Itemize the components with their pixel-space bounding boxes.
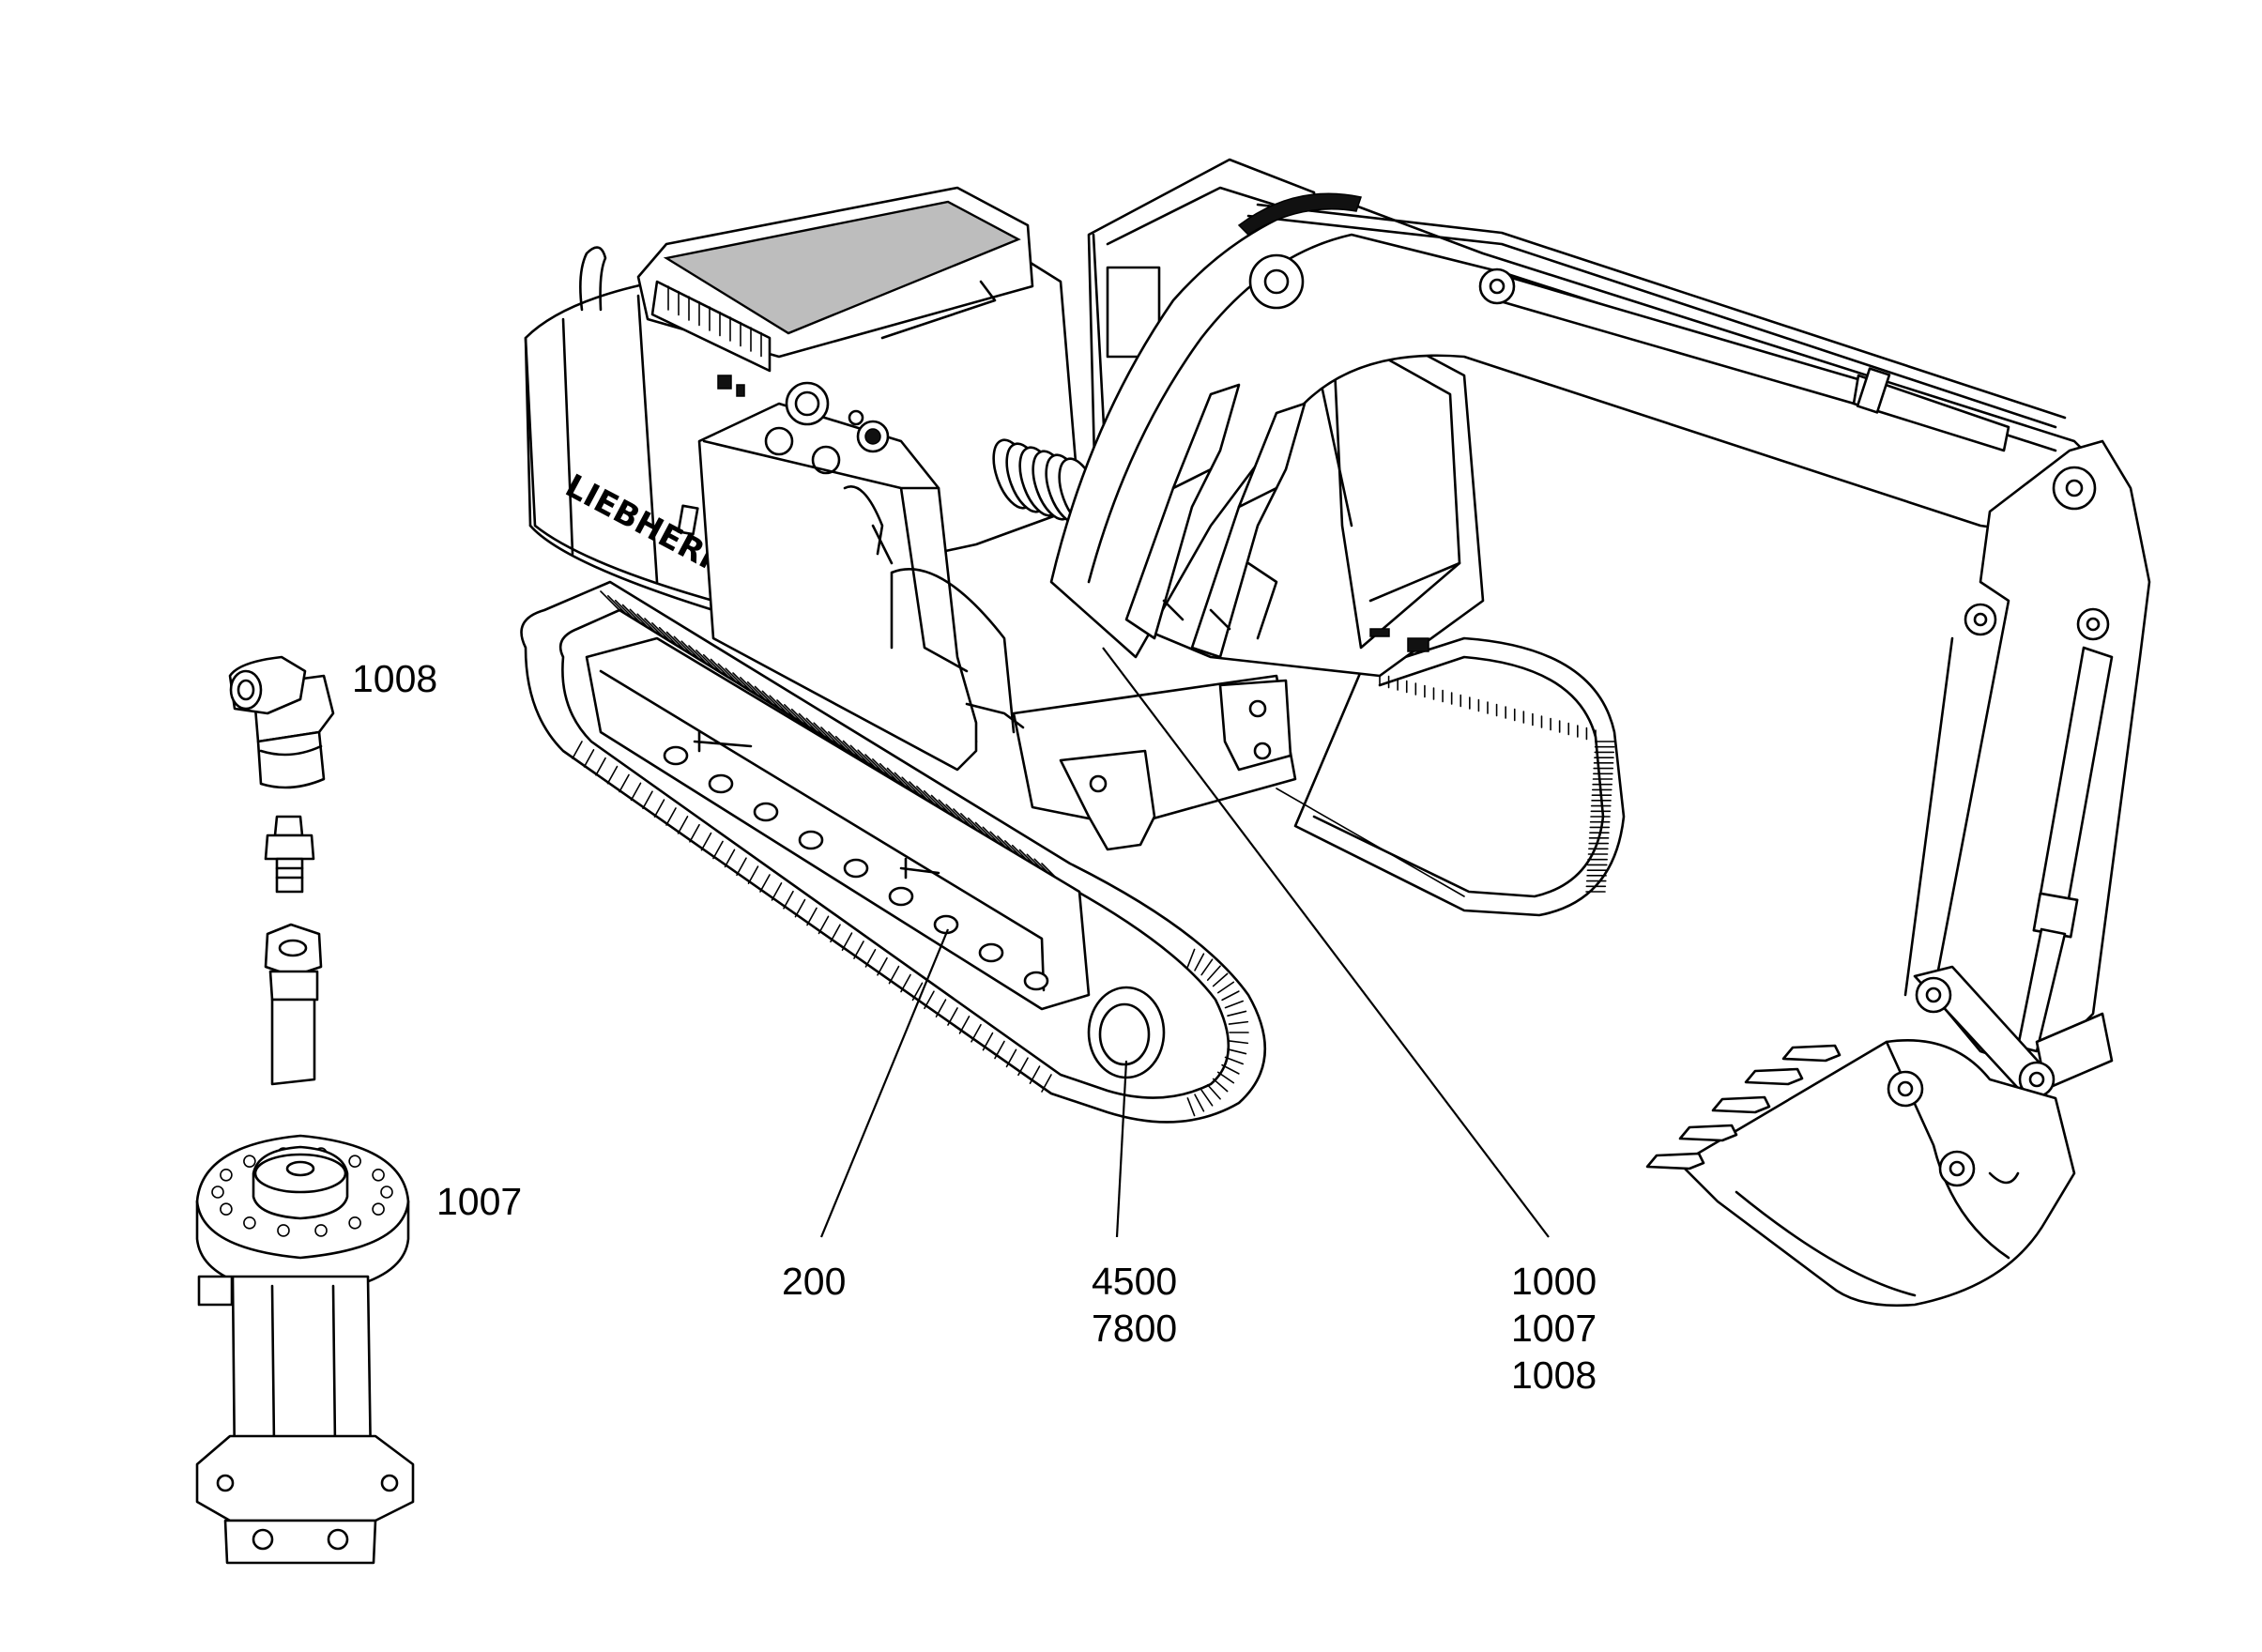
boom [1049, 192, 2123, 659]
callout-undercarriage: 200 [782, 1258, 846, 1305]
boom-cylinders [1124, 383, 1307, 659]
stick-arm [1903, 439, 2151, 1072]
bucket-cylinder [2016, 646, 2114, 1053]
callout-line: 1007 [1511, 1307, 1597, 1350]
callout-line: 1008 [352, 657, 438, 700]
callout-line: 7800 [1092, 1307, 1178, 1350]
callout-line: 1007 [436, 1180, 523, 1223]
callout-line: 200 [782, 1260, 847, 1303]
right-crawler-track [1276, 636, 1626, 917]
engine-cover [636, 186, 1034, 373]
callout-line: 1008 [1511, 1354, 1597, 1397]
undercarriage-center [1012, 674, 1297, 851]
callout-elbow-fitting: 1008 [352, 655, 437, 702]
excavator-illustration: LIEBHERR [520, 158, 2151, 1308]
swivel-joint-part [195, 1134, 415, 1565]
elbow-fitting [228, 655, 335, 789]
callout-idler-wheel: 4500 7800 [1092, 1258, 1177, 1352]
left-crawler-track [520, 580, 1267, 1124]
hose-piece [264, 923, 323, 1086]
adapter-nipple [264, 815, 315, 894]
bucket [1645, 1039, 2076, 1308]
leader-4500 [1115, 1060, 1128, 1238]
stick-cylinder [1478, 268, 2010, 452]
callout-swivel-joint: 1007 [436, 1178, 522, 1225]
callout-rotary-connection: 1000 1007 1008 [1511, 1258, 1597, 1399]
leader-1000 [1102, 647, 1550, 1238]
bucket-linkage [1913, 965, 2114, 1100]
leader-lines [819, 647, 1550, 1238]
callout-line: 4500 [1092, 1260, 1178, 1303]
tank-module [697, 381, 1025, 772]
leader-200 [819, 928, 950, 1238]
callout-line: 1000 [1511, 1260, 1597, 1303]
